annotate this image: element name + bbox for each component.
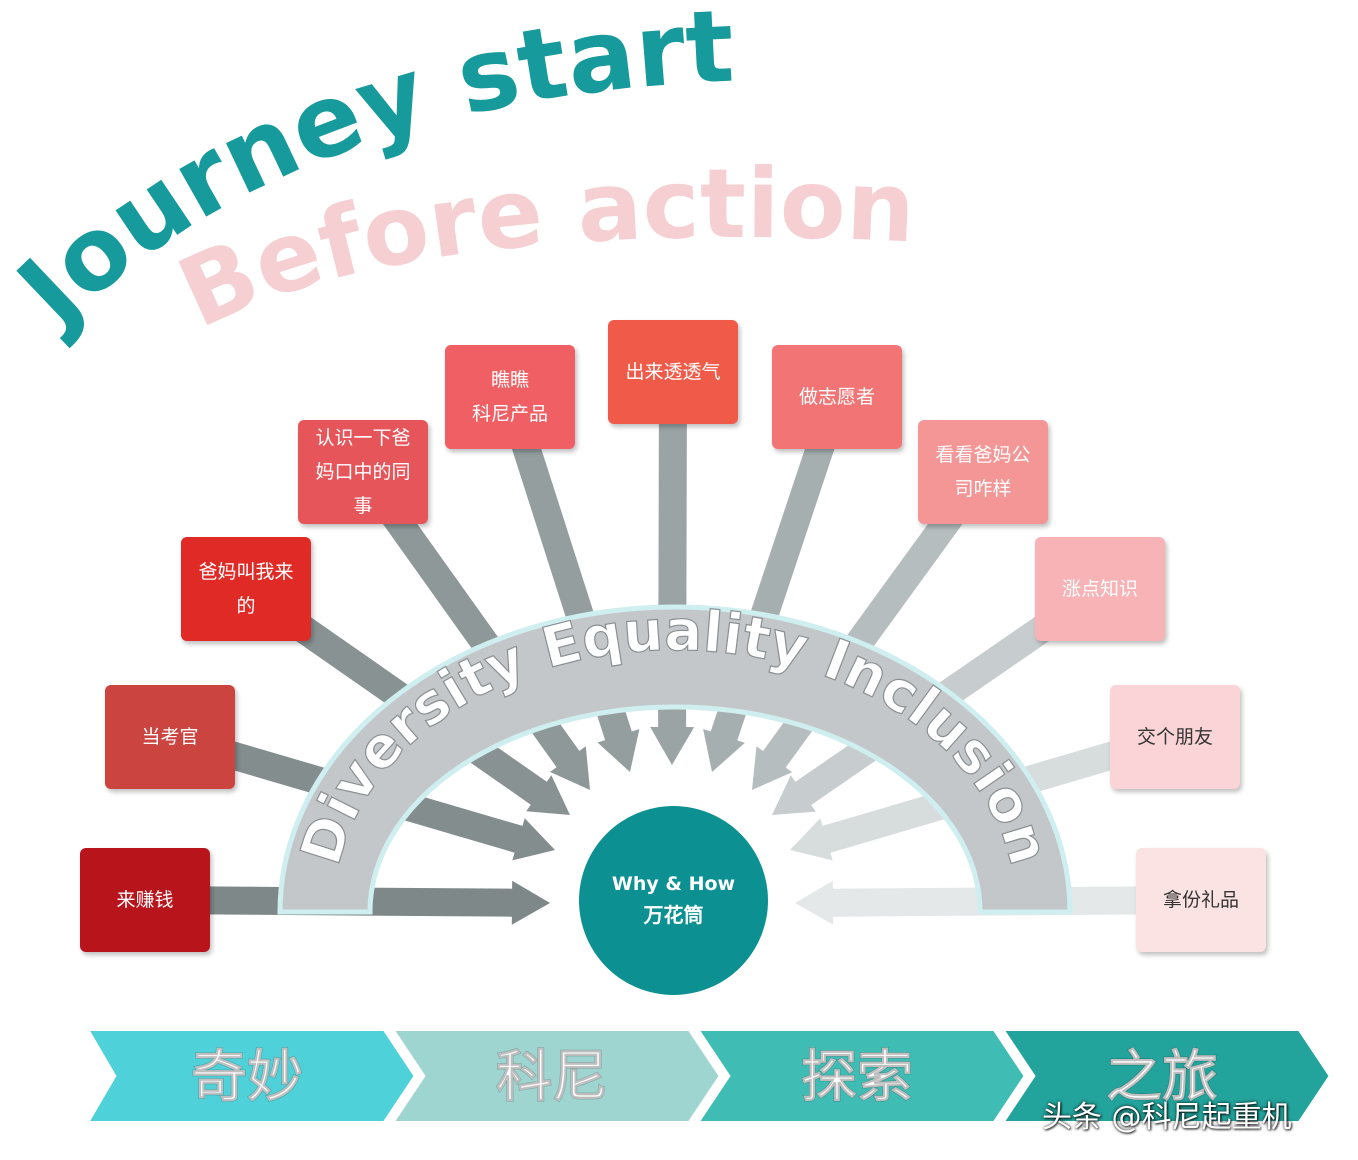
center-label-en: Why & How [611,873,736,895]
box-meet-colleagues: 认识一下爸妈口中的同事 [298,420,428,524]
box-line: 爸妈叫我来 [198,561,294,583]
box-see-products-text: 瞧瞧科尼产品 [472,363,548,431]
box-see-products: 瞧瞧科尼产品 [445,345,575,449]
box-line: 拿份礼品 [1162,889,1239,911]
box-line: 出来透透气 [625,361,721,383]
box-line: 交个朋友 [1136,726,1213,748]
box-line: 妈口中的同 [315,461,411,483]
box-line: 涨点知识 [1061,578,1138,600]
box-line: 看看爸妈公 [935,444,1031,466]
box-line: 认识一下爸 [315,427,411,449]
box-parents-sent-me-text: 爸妈叫我来的 [198,555,293,623]
box-line: 当考官 [141,726,199,748]
box-visit-company-text: 看看爸妈公司咋样 [935,438,1030,506]
chevron-layer: 奇妙 科尼 探索 之旅 [79,1025,1336,1127]
chevron-label-2: 科尼 [496,1045,608,1110]
box-take-gift: 拿份礼品 [1136,848,1266,952]
chevron-label-4: 之旅 [1106,1045,1218,1110]
box-line: 做志愿者 [798,386,875,408]
box-get-fresh-air-text: 出来透透气 [625,355,720,389]
box-line: 科尼产品 [471,403,548,425]
box-line: 瞧瞧 [490,369,529,391]
box-volunteer: 做志愿者 [772,345,902,449]
box-get-fresh-air: 出来透透气 [608,320,738,424]
box-meet-colleagues-text: 认识一下爸妈口中的同事 [315,421,410,523]
center-label-cn: 万花筒 [643,903,704,927]
box-learn-knowledge-text: 涨点知识 [1062,572,1138,606]
box-make-friends: 交个朋友 [1110,685,1240,789]
box-visit-company: 看看爸妈公司咋样 [918,420,1048,524]
dei-arc-band [277,604,1073,915]
box-take-gift-text: 拿份礼品 [1163,883,1239,917]
box-line: 事 [353,495,373,517]
box-line: 来赚钱 [116,889,174,911]
box-be-examiner: 当考官 [105,685,235,789]
box-earn-money: 来赚钱 [80,848,210,952]
box-learn-knowledge: 涨点知识 [1035,537,1165,641]
box-line: 司咋样 [954,478,1012,500]
chevron-3 [689,1025,1031,1127]
chevron-label-3: 探索 [801,1045,913,1110]
center-circle: Why & How 万花筒 [579,806,768,995]
chevron-label-1: 奇妙 [191,1045,303,1110]
chevron-2 [384,1025,726,1127]
watermark-text: 头条 @科尼起重机 [1042,1100,1292,1135]
box-earn-money-text: 来赚钱 [116,883,173,917]
box-make-friends-text: 交个朋友 [1137,720,1213,754]
chevron-1 [79,1025,421,1127]
box-volunteer-text: 做志愿者 [799,380,875,414]
chevron-4 [994,1025,1336,1127]
box-parents-sent-me: 爸妈叫我来的 [181,537,311,641]
box-be-examiner-text: 当考官 [141,720,198,754]
box-line: 的 [236,595,256,617]
